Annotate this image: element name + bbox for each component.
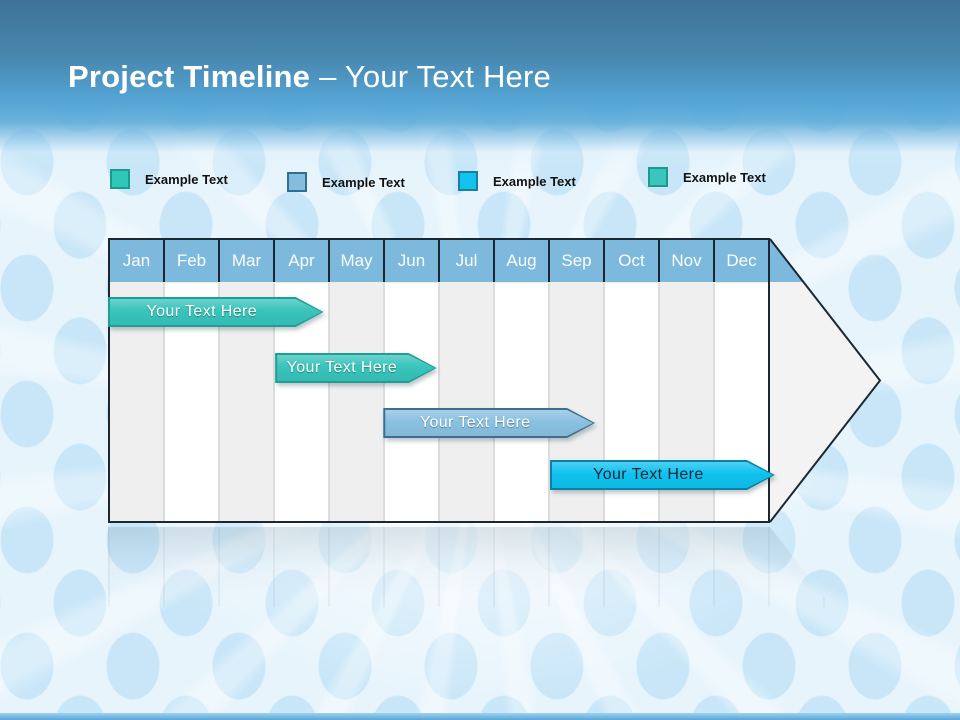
legend-item: Example Text (110, 166, 228, 192)
legend-swatch-icon (648, 167, 668, 187)
legend-swatch-icon (458, 171, 478, 191)
legend-label: Example Text (683, 169, 766, 185)
legend-swatch-icon (287, 172, 307, 192)
grid-column (550, 283, 605, 521)
legend: Example Text Example Text Example Text Exam… (0, 164, 960, 194)
month-cell: Oct (605, 240, 660, 282)
timeline-arrowhead-icon (770, 238, 882, 523)
page-title: Project Timeline– Your Text Here (68, 59, 551, 95)
month-cell: Sep (550, 240, 605, 282)
month-cell: Jul (440, 240, 495, 282)
grid-column (110, 283, 165, 521)
page-title-subtitle: – Your Text Here (319, 59, 551, 94)
grid-column (330, 283, 385, 521)
month-cell: May (330, 240, 385, 282)
bottom-edge-bar (0, 713, 960, 720)
month-cell: Dec (726, 251, 757, 270)
grid-column (165, 283, 220, 521)
month-cell: Nov (660, 240, 715, 282)
page-title-main: Project Timeline (68, 59, 311, 94)
grid-column (660, 283, 715, 521)
grid-column (220, 283, 275, 521)
grid-column (440, 283, 495, 521)
timeline-reflection (108, 527, 832, 607)
legend-label: Example Text (322, 174, 405, 190)
legend-label: Example Text (145, 171, 228, 187)
grid-column (495, 283, 550, 521)
grid-column (275, 283, 330, 521)
month-cell: Aug (495, 240, 550, 282)
month-cell: Jan (110, 240, 165, 282)
month-cell: Mar (220, 240, 275, 282)
grid-column (605, 283, 660, 521)
month-cell: Feb (165, 240, 220, 282)
legend-item: Example Text (648, 164, 766, 190)
month-cell: Jun (385, 240, 440, 282)
legend-item: Example Text (458, 168, 576, 194)
legend-item: Example Text (287, 169, 405, 195)
legend-swatch-icon (110, 169, 130, 189)
timeline-grid (110, 282, 768, 521)
month-cell: Apr (275, 240, 330, 282)
grid-column (385, 283, 440, 521)
grid-column (715, 283, 768, 521)
legend-label: Example Text (493, 173, 576, 189)
